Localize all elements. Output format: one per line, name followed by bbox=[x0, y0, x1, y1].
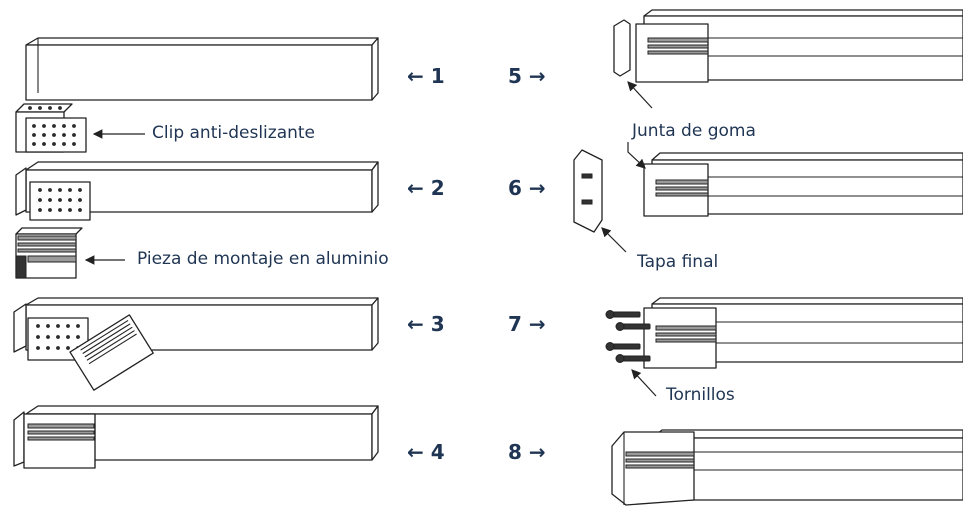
step-5-label: 5 → bbox=[508, 64, 546, 88]
step-2-rail bbox=[15, 161, 379, 221]
clip-part bbox=[15, 103, 145, 153]
step-3-label: ← 3 bbox=[407, 312, 445, 336]
screws-label: Tornillos bbox=[666, 385, 735, 405]
step-6-label: 6 → bbox=[508, 176, 546, 200]
mounting-label: Pieza de montaje en aluminio bbox=[137, 249, 389, 269]
gasket-label: Junta de goma bbox=[632, 121, 756, 141]
step-5-rail bbox=[613, 9, 963, 109]
step-7-label: 7 → bbox=[508, 312, 546, 336]
step-8-label: 8 → bbox=[508, 440, 546, 464]
screws-group bbox=[605, 310, 651, 363]
step-2-label: ← 2 bbox=[407, 176, 445, 200]
step-4-label: ← 4 bbox=[407, 440, 445, 464]
step-1-label: ← 1 bbox=[407, 64, 445, 88]
step-8-rail bbox=[611, 429, 963, 506]
end-cap-label: Tapa final bbox=[637, 252, 719, 272]
step-3-rail bbox=[13, 297, 379, 391]
mounting-part bbox=[15, 227, 125, 279]
step-7-rail bbox=[605, 297, 963, 397]
step-1-rail bbox=[25, 37, 379, 101]
step-4-rail bbox=[13, 405, 379, 469]
clip-label: Clip anti-deslizante bbox=[152, 123, 316, 143]
step-6-rail bbox=[573, 142, 963, 253]
